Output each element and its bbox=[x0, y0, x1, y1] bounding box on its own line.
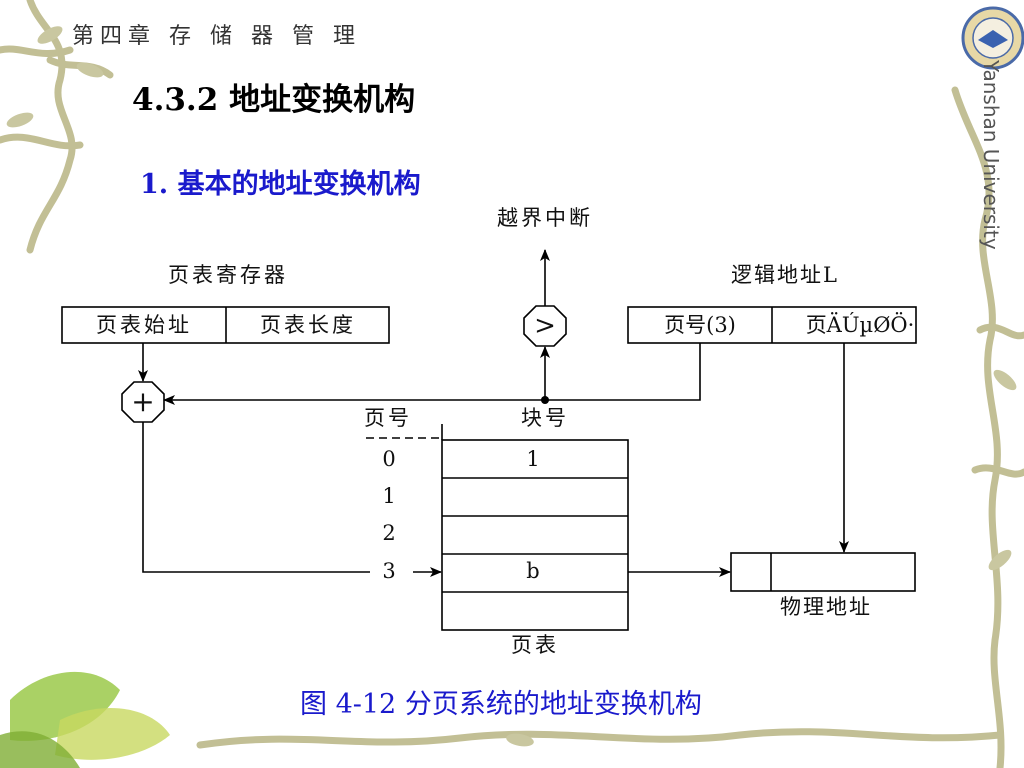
ptr-start-field: 页表始址 bbox=[96, 313, 192, 337]
chapter-title: 第四章 存 储 器 管 理 bbox=[72, 24, 361, 49]
page-table-register-label: 页表寄存器 bbox=[168, 263, 288, 287]
col-page-no-header: 页号 bbox=[364, 406, 412, 430]
subtitle: 1. 基本的地址变换机构 bbox=[140, 169, 421, 200]
page-number-field: 页号(3) bbox=[664, 313, 736, 337]
figure-caption: 图 4-12 分页系统的地址变换机构 bbox=[300, 689, 702, 720]
adder-symbol: + bbox=[131, 385, 154, 418]
row-page-number: 1 bbox=[382, 484, 395, 508]
junction-dot bbox=[541, 396, 549, 404]
row-page-number: 0 bbox=[382, 447, 395, 471]
physical-address-label: 物理地址 bbox=[780, 595, 872, 619]
col-block-no-header: 块号 bbox=[521, 406, 569, 430]
compare-symbol: > bbox=[534, 311, 556, 341]
row-page-number: 3 bbox=[382, 559, 395, 583]
logical-address-label: 逻辑地址L bbox=[731, 263, 839, 287]
university-seal-icon bbox=[961, 6, 1024, 70]
ptr-length-field: 页表长度 bbox=[260, 313, 356, 337]
comparator-node bbox=[523, 305, 567, 347]
adder-node bbox=[121, 381, 165, 423]
page-table-label: 页表 bbox=[511, 633, 559, 657]
row-block-number: 1 bbox=[526, 447, 539, 471]
physical-address-box bbox=[730, 552, 916, 592]
page-table-box bbox=[441, 439, 629, 631]
overflow-interrupt-label: 越界中断 bbox=[497, 206, 593, 230]
row-block-number: b bbox=[526, 559, 539, 583]
row-page-number: 2 bbox=[382, 521, 395, 545]
section-title: 4.3.2 地址变换机构 bbox=[132, 82, 416, 118]
offset-field: 页ÄÚµØÖ· bbox=[806, 312, 915, 337]
